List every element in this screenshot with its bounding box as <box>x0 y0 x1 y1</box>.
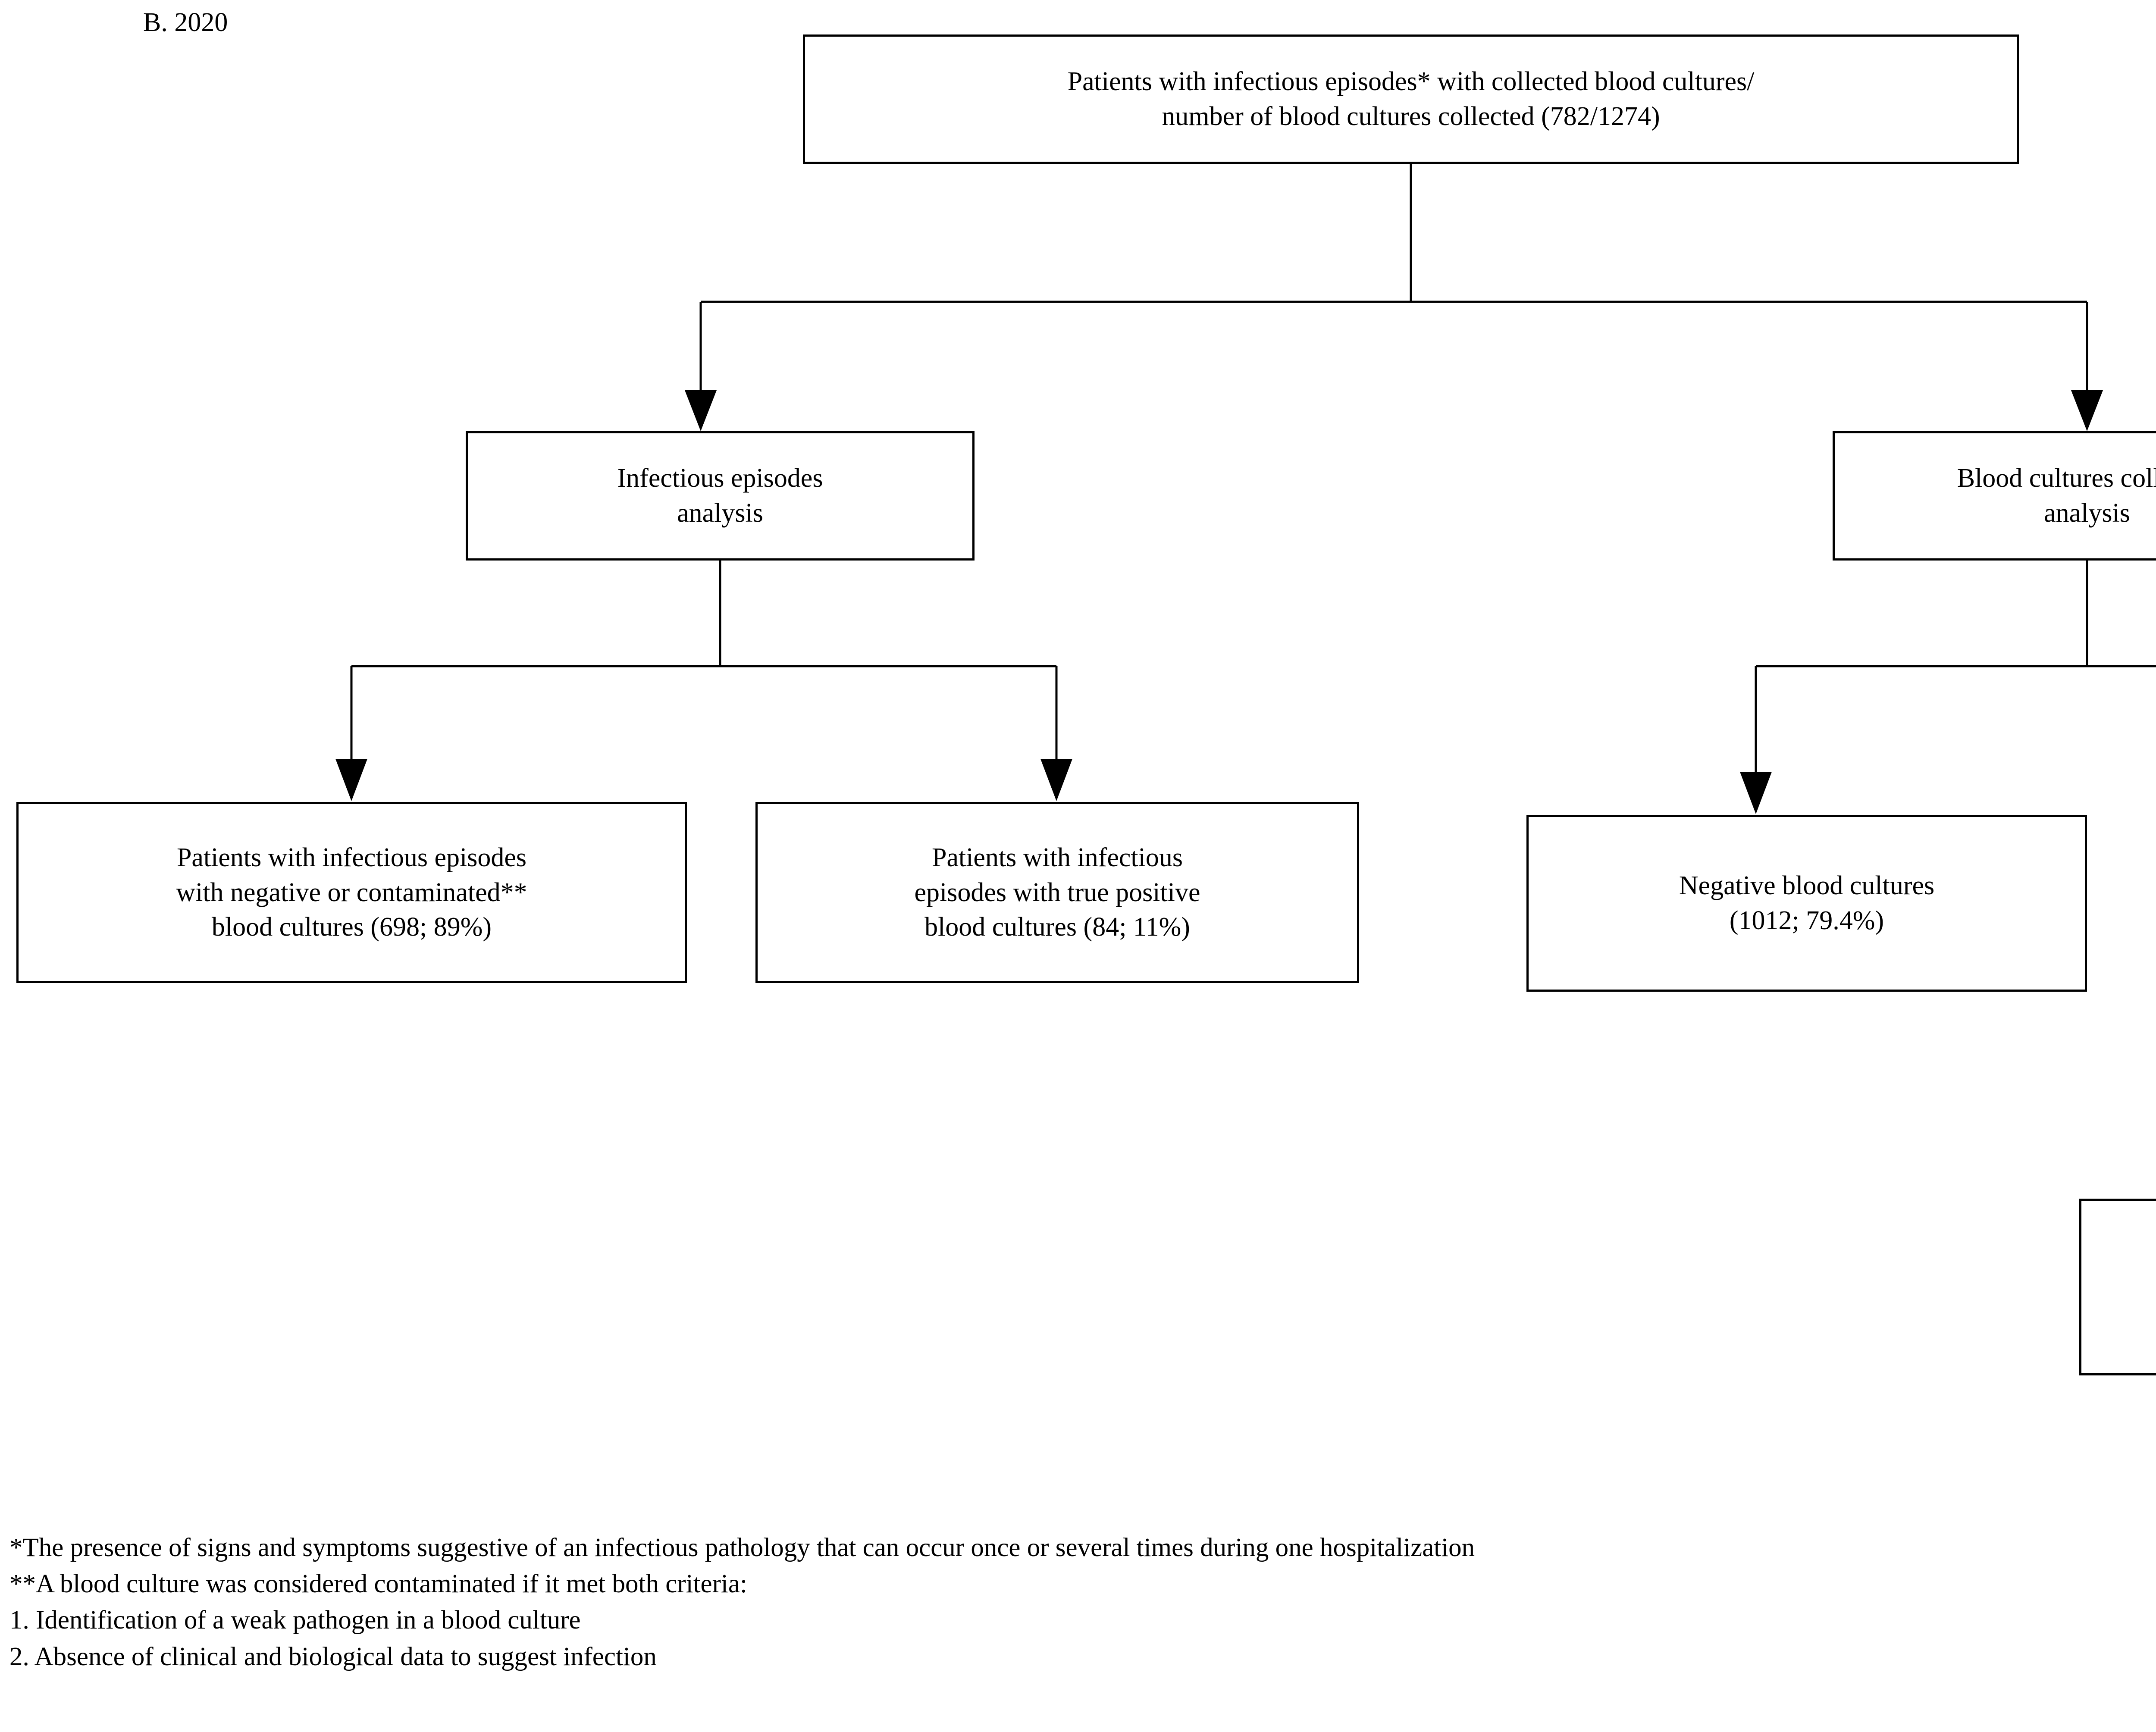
node-text: Negative blood cultures (1012; 79.4%) <box>1679 871 1935 935</box>
node-infectious-episodes-analysis[interactable]: Infectious episodes analysis <box>466 431 975 561</box>
node-negative-blood-cultures[interactable]: Negative blood cultures (1012; 79.4%) <box>1526 815 2087 992</box>
arrowhead-to-negative-contaminated-episodes <box>335 759 367 801</box>
node-text: Patients with infectious episodes with t… <box>914 843 1200 942</box>
arrowhead-to-negative-cultures <box>1740 772 1772 814</box>
node-text: Infectious episodes analysis <box>617 464 823 528</box>
arrowhead-to-true-positive-episodes <box>1040 759 1072 801</box>
node-patients-with-collected-blood-cultures[interactable]: Patients with infectious episodes* with … <box>803 34 2019 164</box>
node-text: Patients with infectious episodes* with … <box>1067 67 1755 131</box>
footnote-line-2: **A blood culture was considered contami… <box>9 1569 747 1599</box>
node-episodes-negative-or-contaminated[interactable]: Patients with infectious episodes with n… <box>16 802 687 983</box>
node-blood-cultures-collected-analysis[interactable]: Blood cultures collected analysis <box>1833 431 2156 561</box>
node-contaminated-blood-cultures[interactable]: Contaminated blood cultures * * (149; 11… <box>2079 1199 2156 1375</box>
footnote-line-3: 1. Identification of a weak pathogen in … <box>9 1606 581 1635</box>
arrowhead-to-episodes-analysis <box>685 390 717 431</box>
footnote-line-4: 2. Absence of clinical and biological da… <box>9 1642 657 1671</box>
footnote-line-1: *The presence of signs and symptoms sugg… <box>9 1533 1475 1562</box>
node-episodes-true-positive[interactable]: Patients with infectious episodes with t… <box>755 802 1359 983</box>
footnotes: *The presence of signs and symptoms sugg… <box>9 1530 2156 1675</box>
node-text: Patients with infectious episodes with n… <box>176 843 527 942</box>
panel-label: B. 2020 <box>143 8 228 37</box>
arrowhead-to-cultures-analysis <box>2071 390 2103 431</box>
node-text: Blood cultures collected analysis <box>1957 464 2156 528</box>
